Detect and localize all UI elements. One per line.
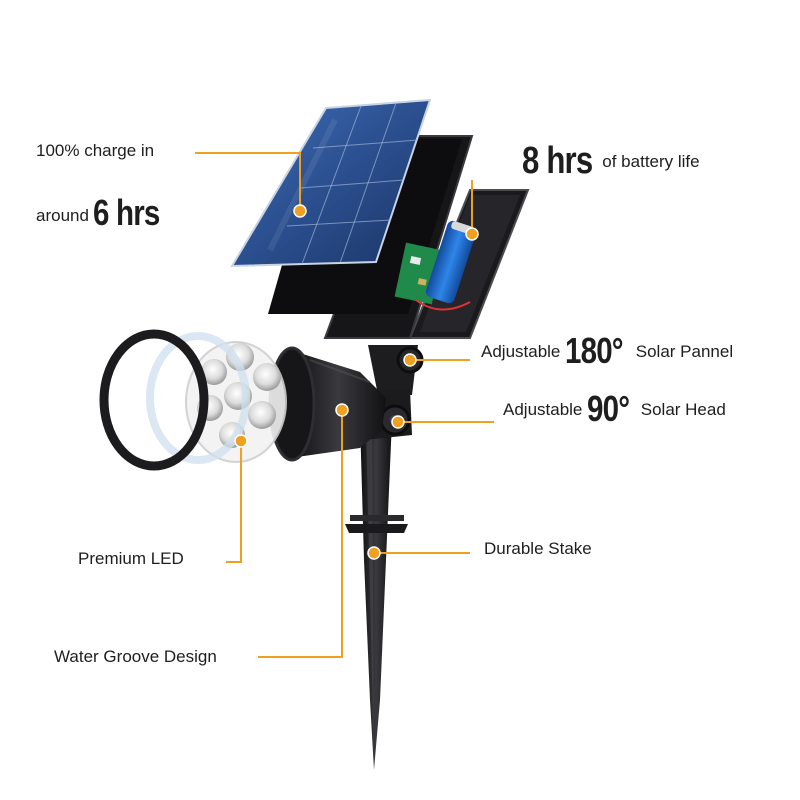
solar-cells [230, 98, 432, 268]
head-suffix: Solar Head [640, 400, 726, 419]
charge-line1: 100% charge in [36, 141, 155, 160]
callout-line-led [226, 444, 242, 563]
head-callout: Adjustable 90° Solar Head [503, 388, 728, 432]
panel-suffix: Solar Pannel [635, 342, 734, 361]
groove-label: Water Groove Design [54, 647, 217, 666]
head-prefix: Adjustable [503, 400, 583, 419]
charge-line2: around 6 hrs [36, 192, 174, 233]
callout-line-groove [258, 412, 343, 658]
callout-dot-head [391, 415, 405, 429]
stake [345, 420, 408, 770]
front-bezel-ring [99, 329, 209, 471]
charge-hours: 6 hrs [93, 192, 160, 233]
panel-degrees: 180° [564, 330, 624, 371]
callout-dot-panel [403, 353, 417, 367]
panel-hinge [368, 345, 424, 395]
head-degrees: 90° [586, 388, 630, 429]
clear-ring [146, 332, 250, 464]
callout-dot-stake [367, 546, 381, 560]
panel-callout: Adjustable 180° Solar Pannel [481, 330, 737, 374]
battery-callout: 8 hrs of battery life [522, 140, 710, 184]
callout-dot-charge [293, 204, 307, 218]
stake-label: Durable Stake [484, 539, 592, 558]
charge-prefix: around [36, 206, 89, 225]
battery-hours: 8 hrs [522, 140, 593, 182]
callout-dot-groove [335, 403, 349, 417]
battery-suffix: of battery life [602, 152, 700, 171]
led-label: Premium LED [78, 549, 184, 568]
callout-dot-led [234, 434, 248, 448]
callout-line-charge [195, 152, 301, 208]
panel-prefix: Adjustable [481, 342, 561, 361]
callout-dot-battery [465, 227, 479, 241]
